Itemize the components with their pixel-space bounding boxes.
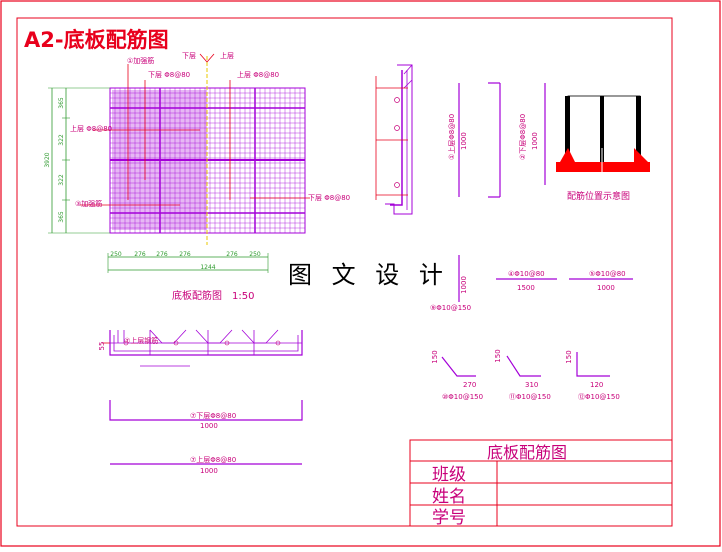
bottom-bars: ⑦下层Φ8@80 1000 ⑦上层Φ8@80 1000 [109, 400, 303, 475]
hdim-3: 276 [156, 251, 168, 258]
hdim-1: 250 [110, 251, 122, 258]
elevation-note: ⑦上层钢筋 [124, 336, 158, 345]
label-upper: 上层 [220, 51, 234, 60]
hdim-2: 276 [134, 251, 146, 258]
inner-frame [16, 17, 673, 527]
label-lower-layer-top: 下层 Φ8@80 [148, 71, 190, 79]
hdim-total: 1244 [200, 264, 215, 271]
bar-upper-len: 1000 [460, 132, 468, 150]
bar10-len: 270 [463, 381, 476, 389]
label-reinforcement-top: ①加强筋 [127, 56, 154, 65]
wall-elevation: 55 ⑦上层钢筋 [98, 329, 303, 367]
bar7-upper-label: ⑦上层Φ8@80 [190, 455, 236, 464]
titleblock-title: 底板配筋图 [487, 443, 567, 462]
elevation-dim-left: 55 [98, 342, 106, 351]
hdim-6: 250 [249, 251, 261, 258]
titleblock-id-label: 学号 [432, 508, 466, 528]
hdim-5: 276 [226, 251, 238, 258]
bar12-h: 150 [565, 350, 573, 363]
bar7-lower-label: ⑦下层Φ8@80 [190, 412, 236, 420]
vdim-1: 365 [58, 97, 65, 109]
titleblock-name-label: 姓名 [432, 487, 466, 507]
slab-plan: ①加强筋 下层 Φ8@80 下层 上层 上层 Φ8@80 上层 Φ8@80 ③加… [70, 51, 350, 245]
bar4-len: 1500 [517, 284, 535, 292]
label-reinforcement-left: ③加强筋 [75, 199, 102, 208]
bar10-h: 150 [431, 350, 439, 363]
vertical-dimensions: 365 322 322 365 3920 [44, 87, 110, 234]
horizontal-dimensions: 250 276 276 276 276 250 1244 [107, 251, 269, 273]
bar9-len: 1000 [460, 276, 468, 294]
vdim-2: 322 [58, 134, 65, 146]
section-bars: ①上层Φ8@80 1000 ②下层Φ8@80 1000 [447, 82, 546, 198]
bar9-label: ⑨Φ10@150 [430, 304, 471, 312]
bar7-lower-len: 1000 [200, 422, 218, 430]
schematic-caption: 配筋位置示意图 [567, 190, 630, 202]
bar4-label: ④Φ10@80 [508, 270, 545, 278]
bar-details: 1000 ⑨Φ10@150 ④Φ10@80 1500 ⑤Φ10@80 1000 … [430, 255, 633, 401]
label-lower: 下层 [182, 52, 196, 60]
bar5-label: ⑤Φ10@80 [589, 270, 626, 278]
vdim-total: 3920 [44, 152, 51, 167]
bar-lower-label: ②下层Φ8@80 [519, 114, 527, 160]
position-schematic: 配筋位置示意图 [556, 95, 650, 202]
vdim-3: 322 [58, 174, 65, 186]
watermark: 图 文 设 计 [288, 261, 449, 289]
bar12-label: ⑫Φ10@150 [578, 393, 620, 401]
bar11-len: 310 [525, 381, 538, 389]
bar7-upper-len: 1000 [200, 467, 218, 475]
bar7-lower-shape [109, 400, 303, 421]
label-lower-layer-right: 下层 Φ8@80 [308, 194, 350, 202]
bar-lower-len: 1000 [531, 132, 539, 150]
title-block: 底板配筋图 班级 姓名 学号 [409, 439, 673, 528]
label-upper-layer-top: 上层 Φ8@80 [237, 70, 279, 79]
plan-caption: 底板配筋图 1:50 [172, 289, 254, 302]
vdim-4: 365 [58, 211, 65, 223]
wall-section [375, 64, 413, 215]
titleblock-class-label: 班级 [432, 465, 466, 485]
hdim-4: 276 [179, 251, 191, 258]
sheet-title: A2-底板配筋图 [24, 28, 169, 52]
bar12-len: 120 [590, 381, 603, 389]
label-upper-layer-left: 上层 Φ8@80 [70, 124, 112, 133]
bar10-label: ⑩Φ10@150 [442, 393, 483, 401]
bar5-len: 1000 [597, 284, 615, 292]
bar11-h: 150 [494, 349, 502, 362]
bar11-label: ⑪Φ10@150 [509, 393, 551, 401]
bar-upper-label: ①上层Φ8@80 [447, 114, 456, 160]
